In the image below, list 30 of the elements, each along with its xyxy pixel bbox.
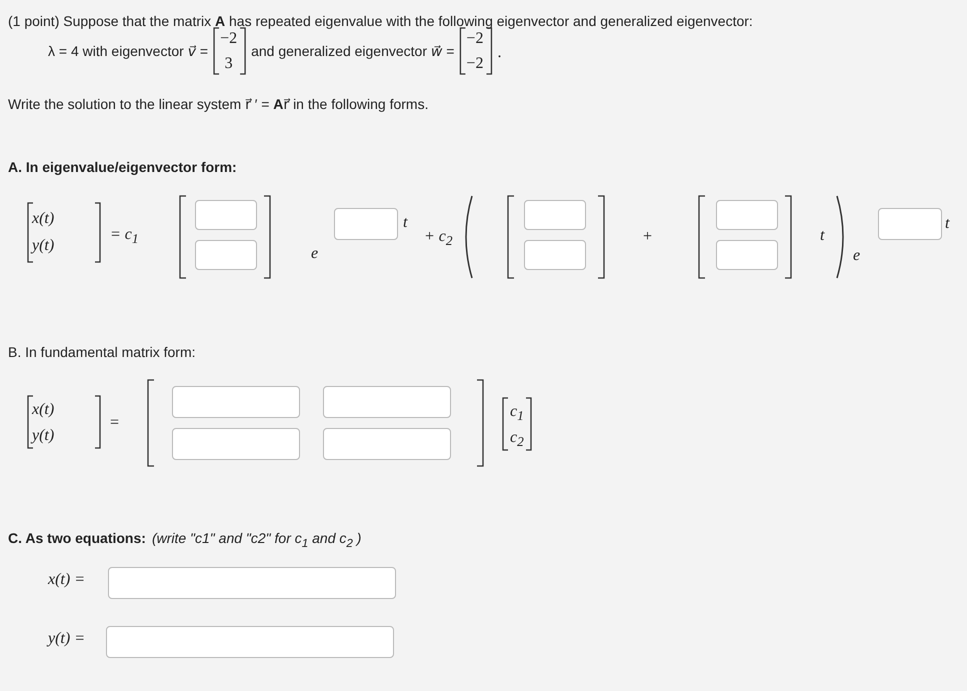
exponent: t [945,215,950,233]
instruction-text: Write the solution to the linear system r⃗ ′ = Ar⃗ in the following forms. [8,95,428,113]
math-expression: = c$_{1}$ [110,226,139,248]
hint-text: (write "c1" and "c2" for c$_{1}$ and c$_{2}$ ) [152,529,362,552]
equals-sign: = [110,414,120,432]
generalized-eigenvector-text: and generalized eigenvector w⃗ = [251,42,454,60]
section-heading: B. In fundamental matrix form: [8,343,196,361]
section-heading: C. As two equations: [8,529,146,547]
math-expression: c$_{2}$ [510,429,524,452]
eigenvalue-text: λ = 4 with eigenvector v⃗ = [48,42,208,60]
math-expression: c$_{1}$ [510,403,524,426]
math-expression: y(t) [32,427,54,445]
section-heading: A. In eigenvalue/eigenvector form: [8,158,237,176]
math-expression: x(t) = [48,571,85,589]
vector-entry: 3 [224,55,233,73]
question-text: (1 point) Suppose that the matrix A has repeated eigenvalue with the following eigenvector and generalized eigenvector: [8,12,753,30]
math-expression: x(t) [32,210,54,228]
vector-entry: −2 [466,30,484,48]
period: . [497,44,502,62]
vector-entry: −2 [220,30,238,48]
vector-entry: −2 [466,55,484,73]
math-expression: t [820,227,824,245]
exponent: t [403,214,408,232]
math-expression: y(t) [32,237,54,255]
math-expression: e [853,247,860,265]
plus-sign: + [643,228,652,246]
math-expression: y(t) = [48,630,85,648]
math-expression: x(t) [32,401,54,419]
math-expression: e [311,245,318,263]
math-expression: + c$_{2}$ [424,228,453,250]
